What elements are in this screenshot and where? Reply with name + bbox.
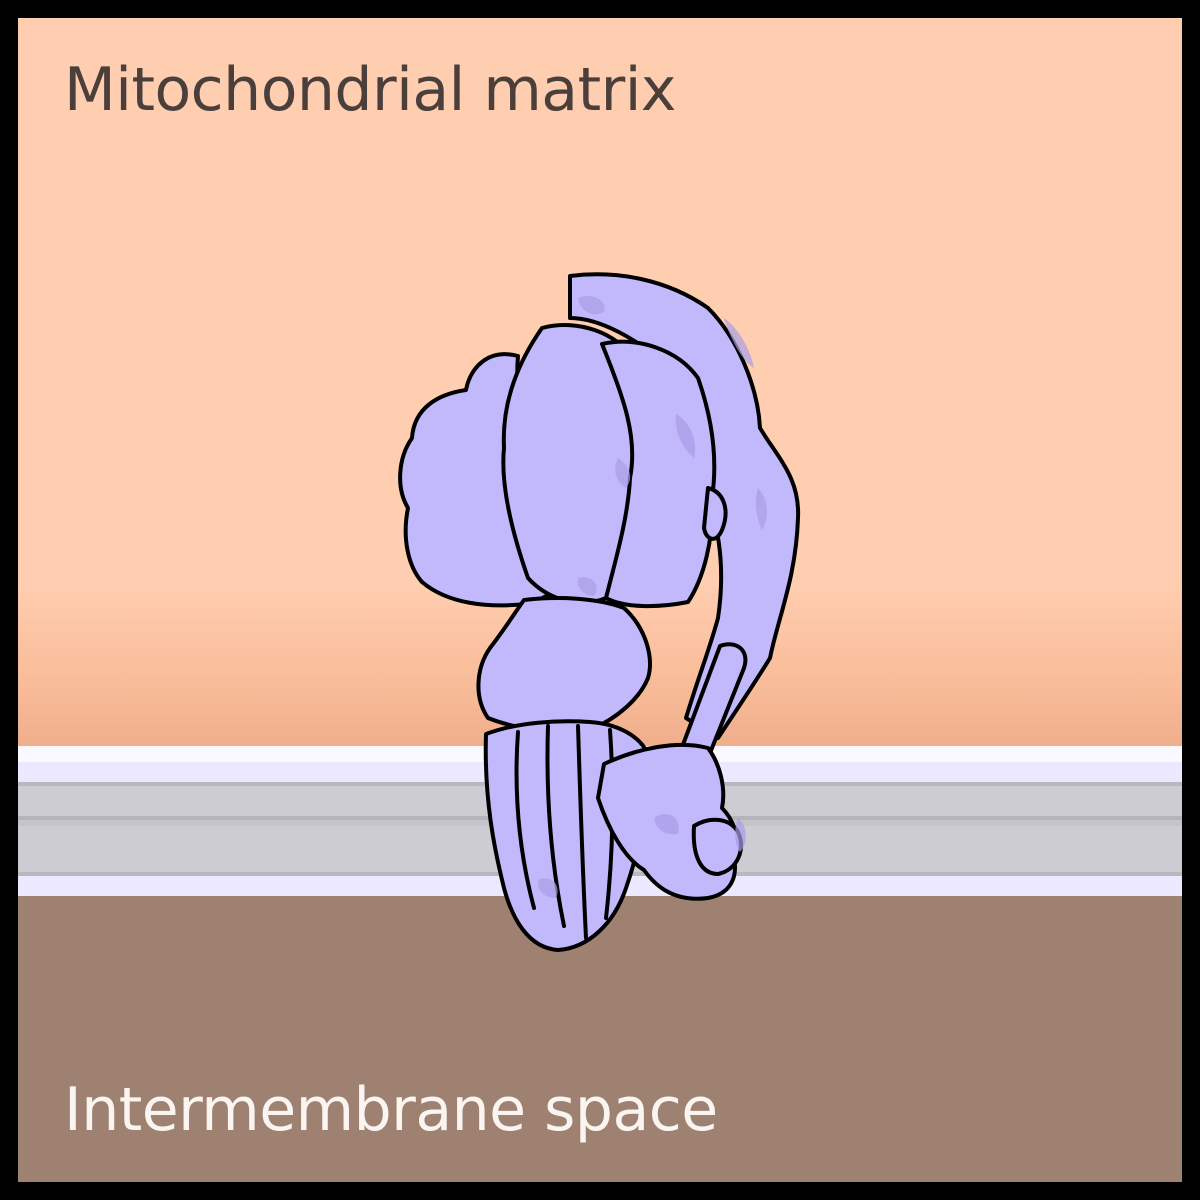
subunit-a-lobe <box>691 817 744 876</box>
intermembrane-space-region <box>18 896 1182 1182</box>
central-stalk <box>476 596 652 734</box>
matrix-label: Mitochondrial matrix <box>64 55 676 125</box>
f1-knob <box>702 486 728 541</box>
intermembrane-label: Intermembrane space <box>64 1075 718 1145</box>
atp-synthase-protein <box>398 272 801 952</box>
